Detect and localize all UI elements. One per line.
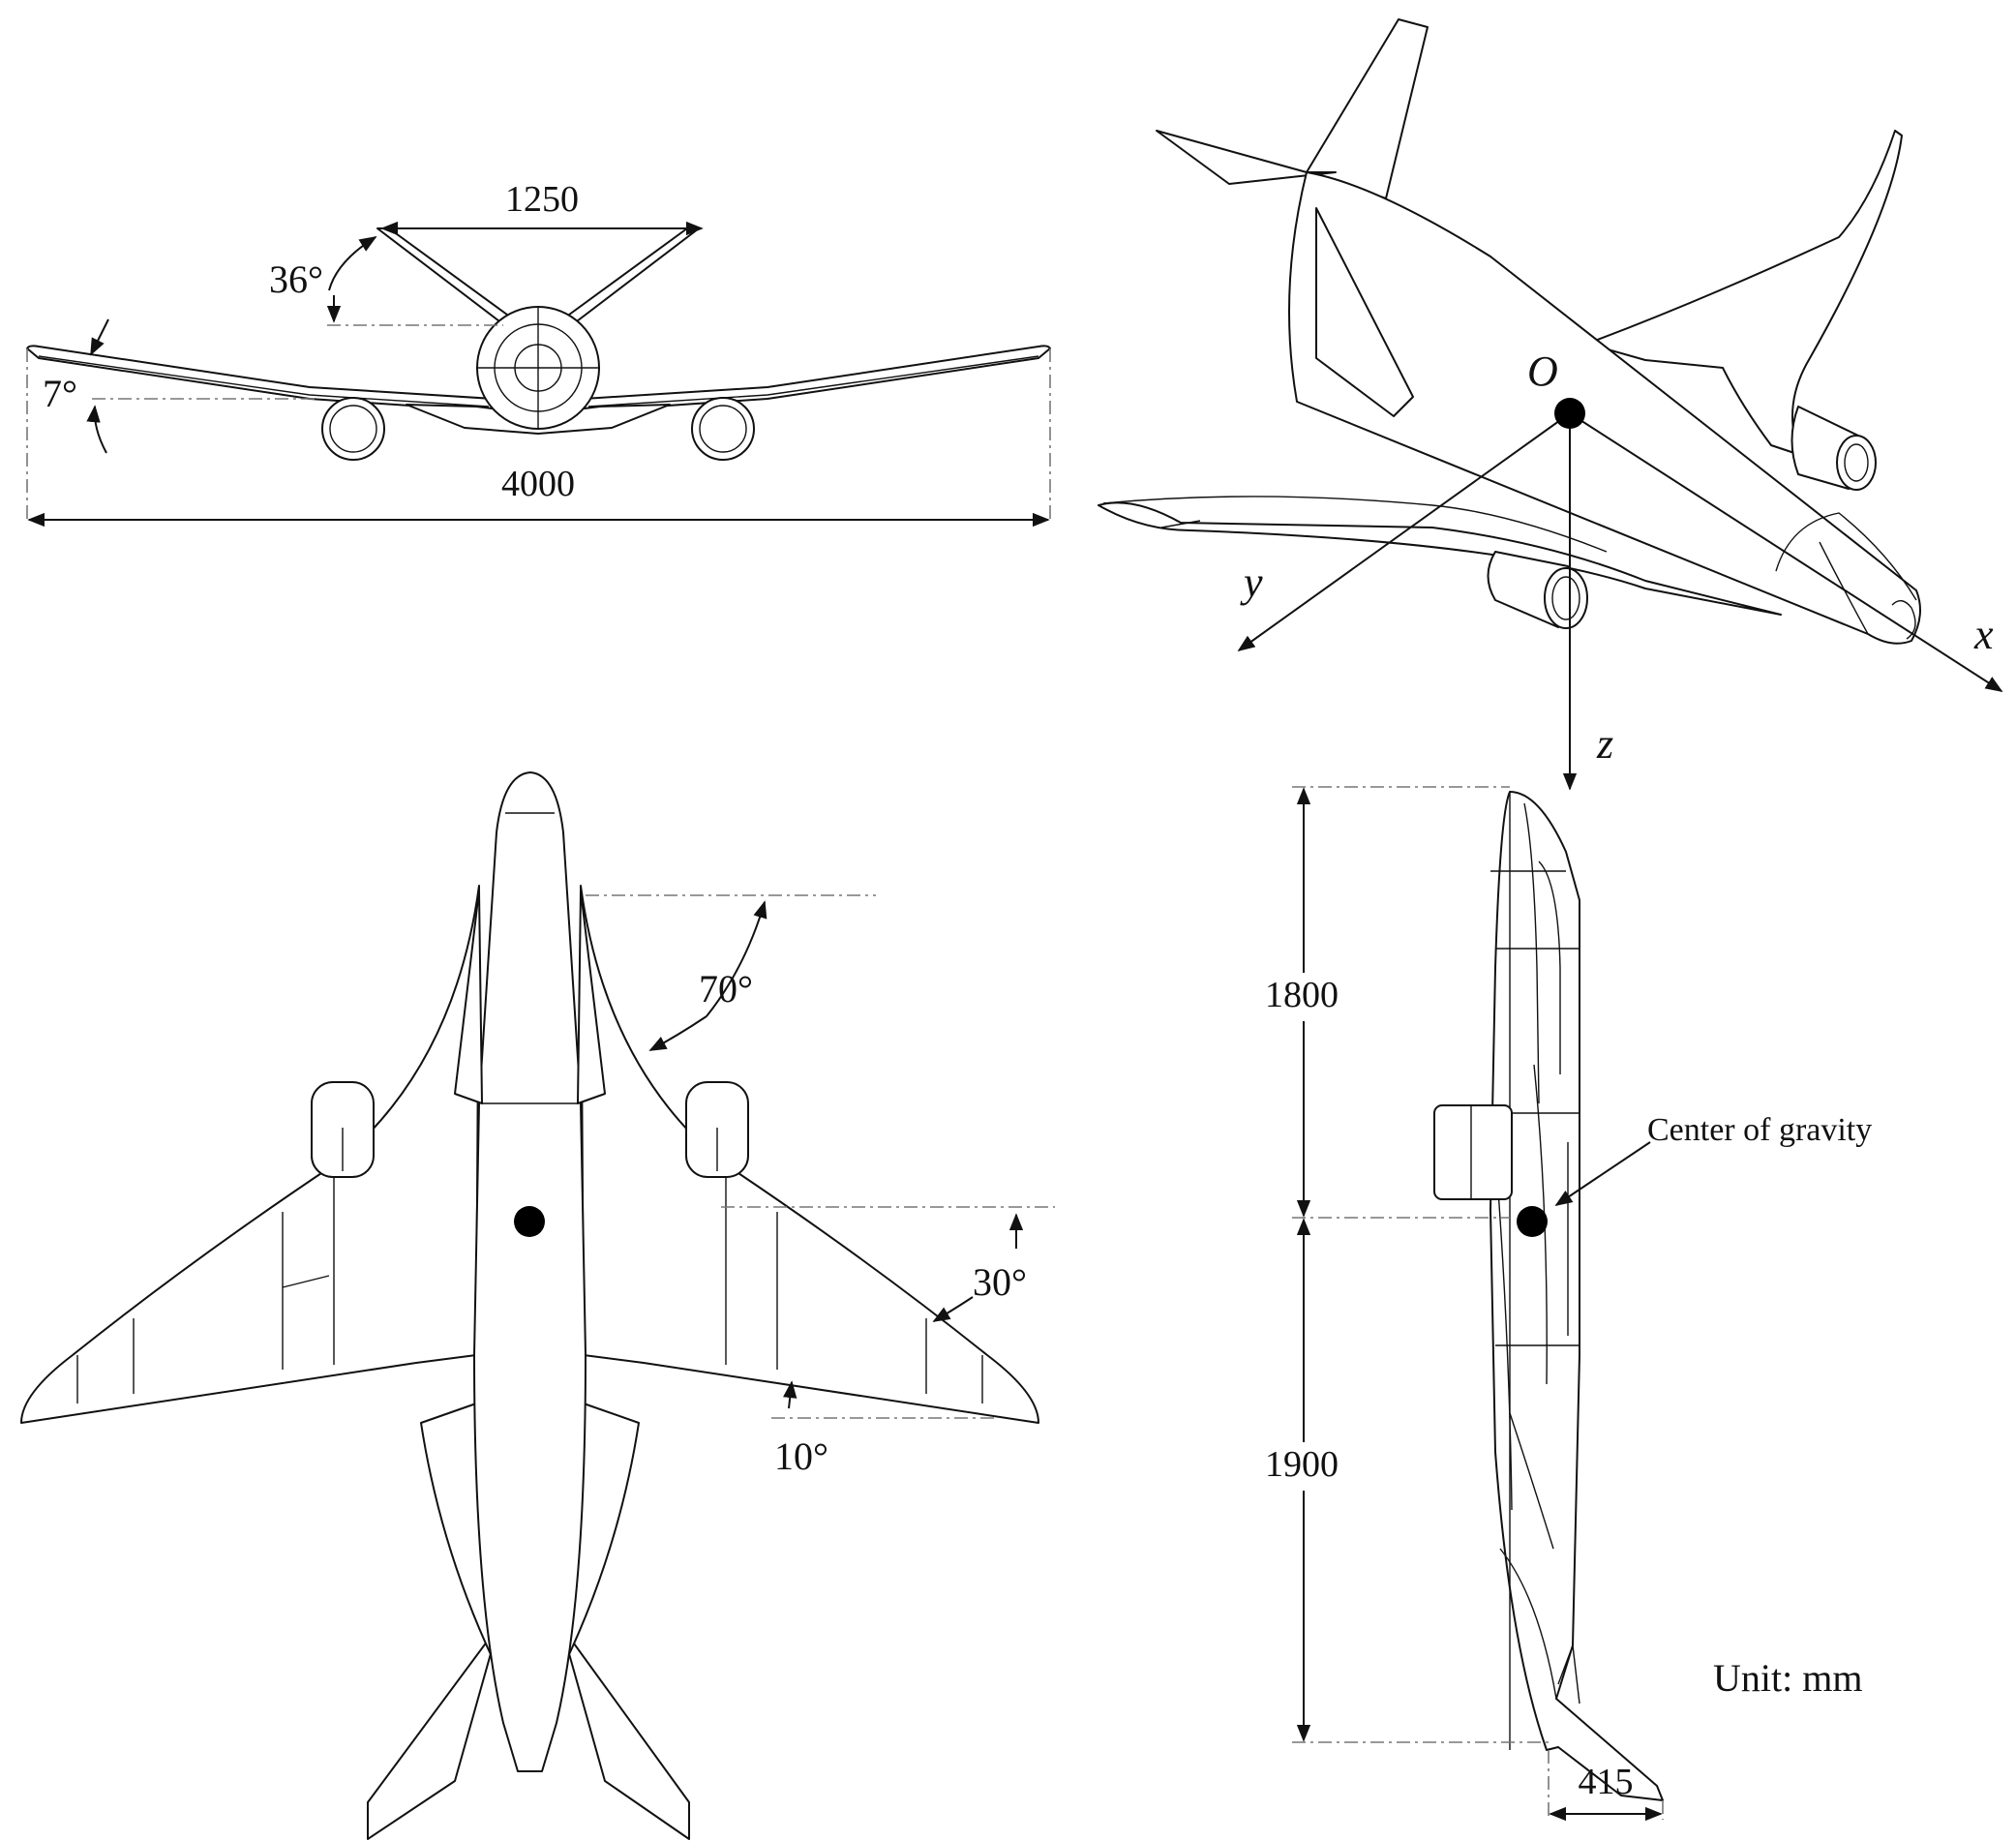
angle-strake: 70° [699, 967, 753, 1011]
front-view-engine-right [691, 397, 755, 461]
angle-le-sweep: 30° [973, 1260, 1027, 1304]
top-view-fuselage [473, 771, 587, 1772]
top-view-engine-right [685, 1081, 749, 1178]
origin-point [1554, 398, 1585, 429]
angle-tail: 36° [269, 257, 323, 301]
front-view-engine-left [321, 397, 385, 461]
angle-dihedral: 7° [43, 372, 77, 415]
front-view-wing-left [26, 345, 495, 412]
axis-z-label: z [1596, 720, 1613, 768]
front-view-vtail-left [376, 227, 512, 325]
side-view-engine [1433, 1104, 1513, 1200]
front-view-vtail-right [564, 227, 700, 325]
axis-y-label: y [1240, 558, 1263, 606]
top-view-htail-left [367, 1625, 499, 1840]
dim-wingspan: 4000 [501, 464, 575, 504]
iso-view-horizontal-tail-near [1315, 207, 1414, 417]
top-view-cg-marker [514, 1206, 545, 1237]
iso-view-engine-far [1790, 406, 1877, 491]
front-view-wing-right [583, 345, 1051, 412]
side-view: Center of gravity 1800 1900 415 Unit: mm [1258, 786, 1872, 1822]
top-view-htail-right [560, 1625, 690, 1840]
iso-view-horizontal-tail-far [1156, 130, 1337, 185]
angle-te-sweep: 10° [774, 1434, 828, 1478]
side-view-cg-marker [1517, 1206, 1548, 1237]
iso-view-fuselage [1288, 171, 1921, 645]
top-view-wing-left [20, 885, 480, 1424]
dim-front: 1800 [1265, 975, 1339, 1015]
body-axes: O x y z [1237, 347, 2003, 791]
front-view: 1250 36° 7° 4000 [26, 179, 1051, 528]
top-view-engine-left [311, 1081, 375, 1178]
axis-x-label: x [1973, 611, 1994, 658]
top-view: 70° 30° 10° [20, 771, 1055, 1840]
cg-label: Center of gravity [1647, 1112, 1872, 1148]
iso-view-wing-near [1098, 501, 1782, 616]
dim-rear: 1900 [1265, 1444, 1339, 1485]
dim-tail-span: 1250 [505, 179, 579, 220]
origin-label: O [1527, 347, 1558, 395]
dim-height: 415 [1579, 1762, 1634, 1802]
top-view-wing-right [580, 885, 1039, 1424]
iso-view-wing-far [1586, 130, 1903, 456]
unit-label: Unit: mm [1713, 1656, 1862, 1700]
iso-view: O x y z [1098, 18, 2003, 791]
iso-view-engine-near [1487, 551, 1588, 629]
side-view-fuselage [1489, 791, 1664, 1801]
